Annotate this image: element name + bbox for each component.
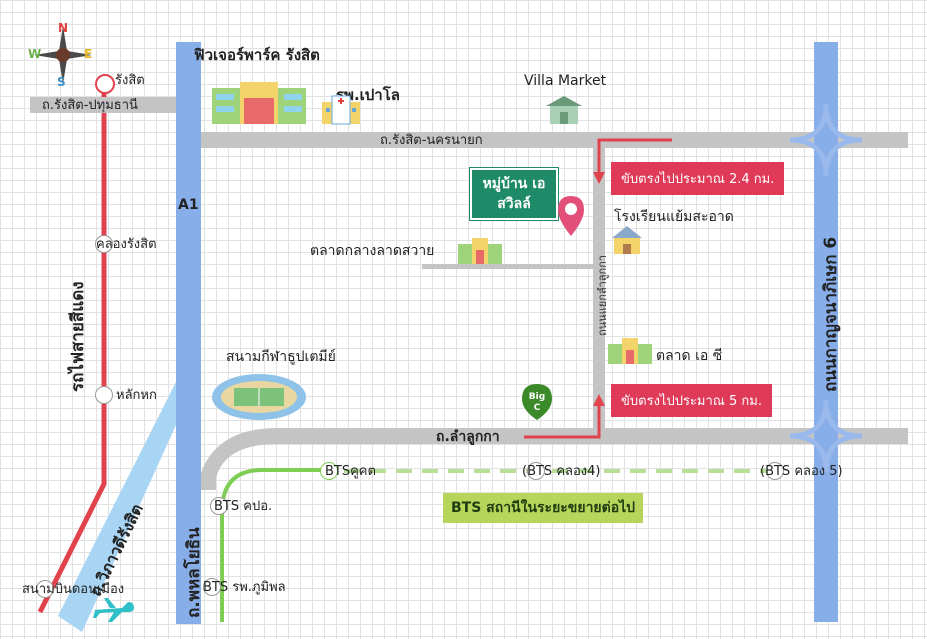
village-label: หมู่บ้าน เอสวิลล์	[482, 176, 546, 212]
station-lak-hok-label: หลักหก	[116, 388, 157, 403]
school-icon	[612, 226, 642, 254]
lamlukka-road	[200, 428, 908, 490]
station-lak-hok	[95, 386, 113, 404]
paolo-label: รพ.เปาโล	[336, 86, 400, 104]
compass-s: S	[57, 75, 66, 89]
hospital-icon	[322, 95, 360, 125]
station-khlong-rangsit-label: คลองรังสิต	[96, 237, 157, 252]
lamlukka-label: ถ.ลำลูกกา	[436, 429, 500, 445]
station-don-mueang-label: สนามบินดอนเมือง	[22, 582, 125, 597]
station-bts-khlong4	[527, 462, 545, 480]
red-rail-line	[37, 82, 107, 614]
bts-khukhot-label: BTSคูคต	[325, 464, 376, 479]
rangsit-nakhon-label: ถ.รังสิต-นครนายก	[380, 133, 483, 148]
route-arrow-upper	[597, 138, 672, 176]
side-soi-road	[593, 140, 605, 430]
station-bts-khor-por-or	[210, 497, 228, 515]
bts-khlong4-label: (BTS คลอง4)	[522, 464, 601, 479]
side-soi-label: ถนนแยกลำลูกกา	[596, 254, 609, 336]
a1-label: A1	[178, 197, 199, 213]
village-sign: หมู่บ้าน เอสวิลล์	[470, 168, 558, 220]
stadium-icon	[212, 374, 306, 420]
station-khlong-rangsit	[95, 235, 113, 253]
big-c-icon	[522, 384, 552, 420]
location-pin-icon	[558, 196, 584, 236]
bts-bhumibol-label: BTS รพ.ภูมิพล	[203, 580, 286, 595]
school-label: โรงเรียนแย้มสะอาด	[614, 209, 734, 225]
future-park-label: ฟิวเจอร์พาร์ค รังสิต	[194, 46, 320, 64]
big-c-label: Big C	[528, 392, 546, 413]
market-road	[422, 264, 594, 269]
route-arrow-lower	[524, 404, 601, 439]
station-rangsit	[95, 74, 115, 94]
station-rangsit-label: รังสิต	[115, 73, 145, 88]
station-bts-bhumibol	[203, 578, 221, 596]
vibhavadi-road	[58, 370, 182, 632]
airplane-icon	[93, 598, 134, 622]
red-line-label: รถไฟสายสีแดง	[68, 281, 88, 392]
station-bts-khukhot	[320, 462, 338, 480]
outer-ring-label: ถนนกาญจนาภิเษก 6	[821, 236, 841, 392]
arrow-down-icon	[593, 172, 605, 184]
outer-ring-road	[814, 42, 838, 622]
rangsit-pathum-label: ถ.รังสิต-ปทุมธานี	[42, 98, 138, 113]
interchange-upper	[789, 103, 863, 177]
mall-icon	[212, 82, 306, 124]
bts-extension-label: BTS สถานีในระยะขยายต่อไป	[443, 493, 644, 523]
ac-market-icon	[608, 338, 652, 364]
interchange-lower	[789, 399, 863, 473]
compass-w: W	[28, 47, 42, 61]
bts-khlong5-label: (BTS คลอง 5)	[760, 464, 843, 479]
bts-khor-por-or-label: BTS คปอ.	[214, 499, 273, 514]
store-icon	[546, 96, 582, 124]
phahonyothin-road	[176, 42, 201, 624]
compass-icon	[34, 26, 92, 84]
callout-lower: ขับตรงไปประมาณ 5 กม.	[611, 384, 772, 417]
station-bts-khlong5	[766, 462, 784, 480]
compass-n: N	[58, 21, 69, 35]
rangsit-pathum-road	[30, 97, 186, 113]
callout-upper: ขับตรงไปประมาณ 2.4 กม.	[611, 162, 785, 195]
villa-market-label: Villa Market	[524, 73, 607, 89]
ac-market-label: ตลาด เอ ซี	[656, 348, 723, 364]
station-don-mueang	[36, 580, 54, 598]
rangsit-nakhon-road	[186, 132, 908, 148]
market-icon	[458, 238, 502, 264]
thupatemi-label: สนามกีฬาธูปเตมีย์	[226, 349, 336, 365]
arrow-up-icon	[593, 394, 605, 406]
phahonyothin-label: ถ.พหลโยธิน	[184, 527, 204, 618]
lat-sawai-label: ตลาดกลางลาดสวาย	[310, 243, 435, 259]
compass-e: E	[84, 47, 93, 61]
bts-green-line	[220, 468, 328, 622]
